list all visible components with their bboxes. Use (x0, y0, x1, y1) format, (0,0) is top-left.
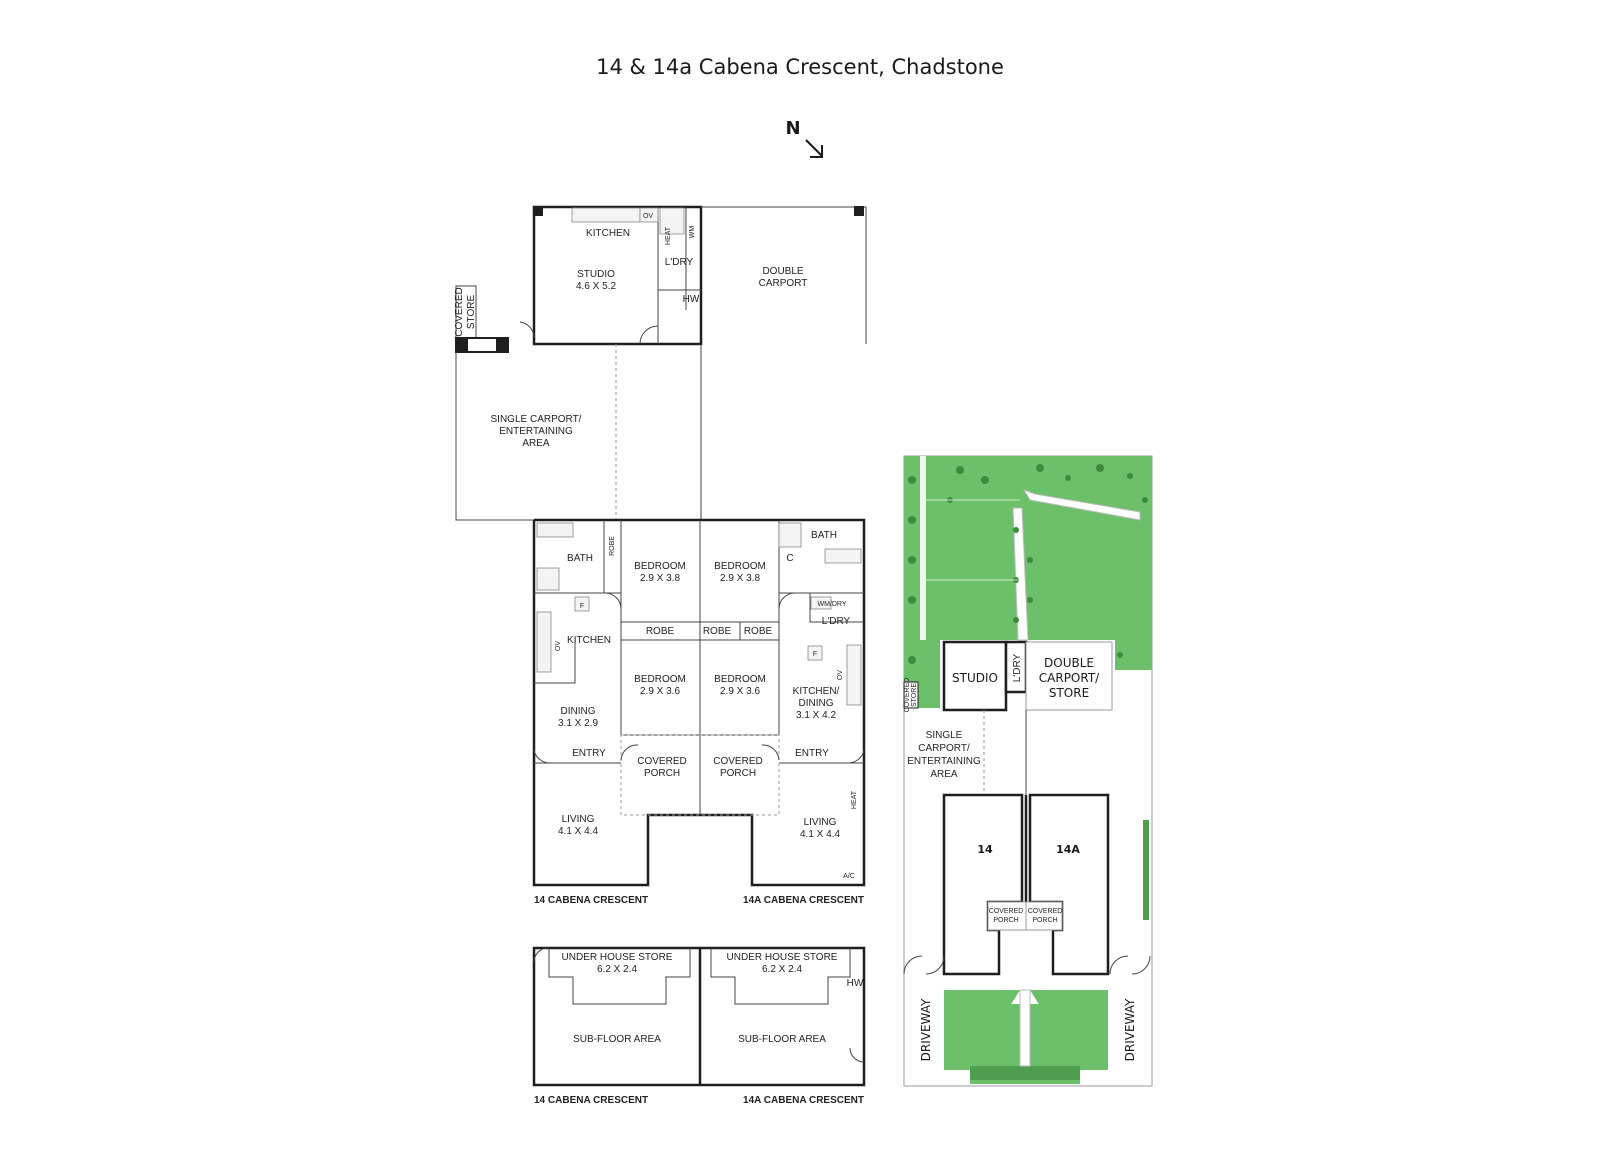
site-single-label-1: SINGLE (926, 730, 963, 741)
north-label: N (785, 118, 800, 139)
double-carport-label-1: DOUBLE (762, 266, 803, 277)
site-laundry-label: L'DRY (1012, 653, 1023, 682)
unit14-kitchen-label: KITCHEN (567, 635, 611, 646)
unit14a-heat-label: HEAT (851, 790, 858, 809)
unit14-dining-dims: 3.1 X 2.9 (558, 718, 598, 729)
unit14a-robe-b-label: ROBE (744, 626, 773, 637)
site-driveway-left-label: DRIVEWAY (919, 998, 933, 1061)
unit14-bath-label: BATH (567, 553, 593, 564)
unit14a-bedroom2-dims: 2.9 X 3.6 (720, 686, 760, 697)
unit14a-kitchen-dims: 3.1 X 4.2 (796, 710, 836, 721)
unit14a-bath-label: BATH (811, 530, 837, 541)
unit14a-wmdry-label: WM/DRY (817, 601, 846, 608)
unit14a-bedroom1-dims: 2.9 X 3.8 (720, 573, 760, 584)
subfloor-hw-label: HW (847, 978, 864, 989)
unit14-fridge-label: F (580, 603, 584, 610)
unit14-robe-label: ROBE (609, 536, 616, 556)
site-double-label-2: CARPORT/ (1039, 671, 1100, 685)
site-covered-store-label-1: COVERED (904, 678, 911, 713)
unit14a-bedroom2-label: BEDROOM (714, 674, 766, 685)
unit14a-cupboard-label: C (786, 553, 793, 564)
subfloor-caption-left: 14 CABENA CRESCENT (534, 1095, 648, 1106)
site-unit-left-label: 14 (977, 843, 993, 856)
site-single-label-2: CARPORT/ (918, 743, 970, 754)
unit14-bedroom2-dims: 2.9 X 3.6 (640, 686, 680, 697)
site-single-label-4: AREA (930, 769, 958, 780)
subfloor-caption-right: 14A CABENA CRESCENT (743, 1095, 864, 1106)
unit14-living-label: LIVING (562, 814, 595, 825)
unit14-porch-label-2: PORCH (644, 768, 680, 779)
subfloor-store-right-dims: 6.2 X 2.4 (762, 964, 802, 975)
unit14a-porch-label-1: COVERED (713, 756, 762, 767)
outbuilding-hw-label: HW (683, 294, 700, 305)
site-porch-left-label-2: PORCH (993, 917, 1018, 924)
unit14a-caption: 14A CABENA CRESCENT (743, 895, 864, 906)
site-double-label-1: DOUBLE (1044, 656, 1094, 670)
site-unit-right-label: 14A (1056, 843, 1080, 856)
unit14-bedroom1-label: BEDROOM (634, 561, 686, 572)
unit14a-entry-label: ENTRY (795, 748, 829, 759)
outbuilding-laundry-label: L'DRY (665, 257, 694, 268)
site-porch-left-label-1: COVERED (989, 908, 1024, 915)
single-carport-label-1: SINGLE CARPORT/ (491, 414, 582, 425)
outbuilding-kitchen-label: KITCHEN (586, 228, 630, 239)
covered-store-label-1: COVERED (454, 287, 465, 336)
subfloor-store-left-label: UNDER HOUSE STORE (562, 952, 673, 963)
covered-store-label-2: STORE (466, 295, 477, 330)
unit14-bedroom2-label: BEDROOM (634, 674, 686, 685)
unit14a-kitchen-label-1: KITCHEN/ (793, 686, 840, 697)
subfloor-store-right-label: UNDER HOUSE STORE (727, 952, 838, 963)
unit14-dining-label: DINING (561, 706, 596, 717)
studio-dims: 4.6 X 5.2 (576, 281, 616, 292)
single-carport-label-3: AREA (522, 438, 550, 449)
site-porch-right-label-2: PORCH (1032, 917, 1057, 924)
unit14a-oven-label: OV (837, 670, 844, 680)
unit14a-laundry-label: L'DRY (822, 616, 851, 627)
unit14a-bedroom1-label: BEDROOM (714, 561, 766, 572)
unit14-entry-label: ENTRY (572, 748, 606, 759)
unit14-oven-label: OV (555, 641, 562, 651)
unit14a-robe-a-label: ROBE (703, 626, 732, 637)
site-driveway-right-label: DRIVEWAY (1123, 998, 1137, 1061)
unit14-caption: 14 CABENA CRESCENT (534, 895, 648, 906)
outbuilding-oven-label: OV (643, 213, 653, 220)
subfloor-area-right-label: SUB-FLOOR AREA (738, 1034, 826, 1045)
north-arrow-icon: N (785, 118, 823, 158)
unit14-robe2-label: ROBE (646, 626, 675, 637)
unit14a-fridge-label: F (813, 651, 817, 658)
site-studio-label: STUDIO (952, 671, 998, 685)
site-porch-right-label-1: COVERED (1028, 908, 1063, 915)
subfloor-store-left-dims: 6.2 X 2.4 (597, 964, 637, 975)
duplex-plan: BATH ROBE BEDROOM 2.9 X 3.8 F KITCHEN OV… (532, 518, 866, 906)
unit14-bedroom1-dims: 2.9 X 3.8 (640, 573, 680, 584)
unit14-porch-label-1: COVERED (637, 756, 686, 767)
unit14a-living-dims: 4.1 X 4.4 (800, 829, 840, 840)
unit14a-porch-label-2: PORCH (720, 768, 756, 779)
studio-label: STUDIO (577, 269, 615, 280)
unit14a-living-label: LIVING (804, 817, 837, 828)
subfloor-area-left-label: SUB-FLOOR AREA (573, 1034, 661, 1045)
outbuilding-plan: KITCHEN OV HEAT WM L'DRY HW STUDIO 4.6 X… (454, 205, 867, 521)
unit14a-kitchen-label-2: DINING (799, 698, 834, 709)
outbuilding-heat-label: HEAT (665, 226, 672, 245)
double-carport-label-2: CARPORT (759, 278, 808, 289)
unit14a-ac-label: A/C (843, 873, 855, 880)
unit14-living-dims: 4.1 X 4.4 (558, 826, 598, 837)
outbuilding-wm-label: WM (689, 226, 696, 239)
site-single-label-3: ENTERTAINING (907, 756, 981, 767)
site-plan: STUDIO L'DRY DOUBLE CARPORT/ STORE COVER… (903, 455, 1153, 1087)
subfloor-plan: UNDER HOUSE STORE 6.2 X 2.4 UNDER HOUSE … (532, 946, 866, 1106)
page-title: 14 & 14a Cabena Crescent, Chadstone (596, 55, 1004, 79)
site-covered-store-label-2: STORE (911, 683, 918, 707)
site-double-label-3: STORE (1049, 686, 1089, 700)
single-carport-label-2: ENTERTAINING (499, 426, 573, 437)
